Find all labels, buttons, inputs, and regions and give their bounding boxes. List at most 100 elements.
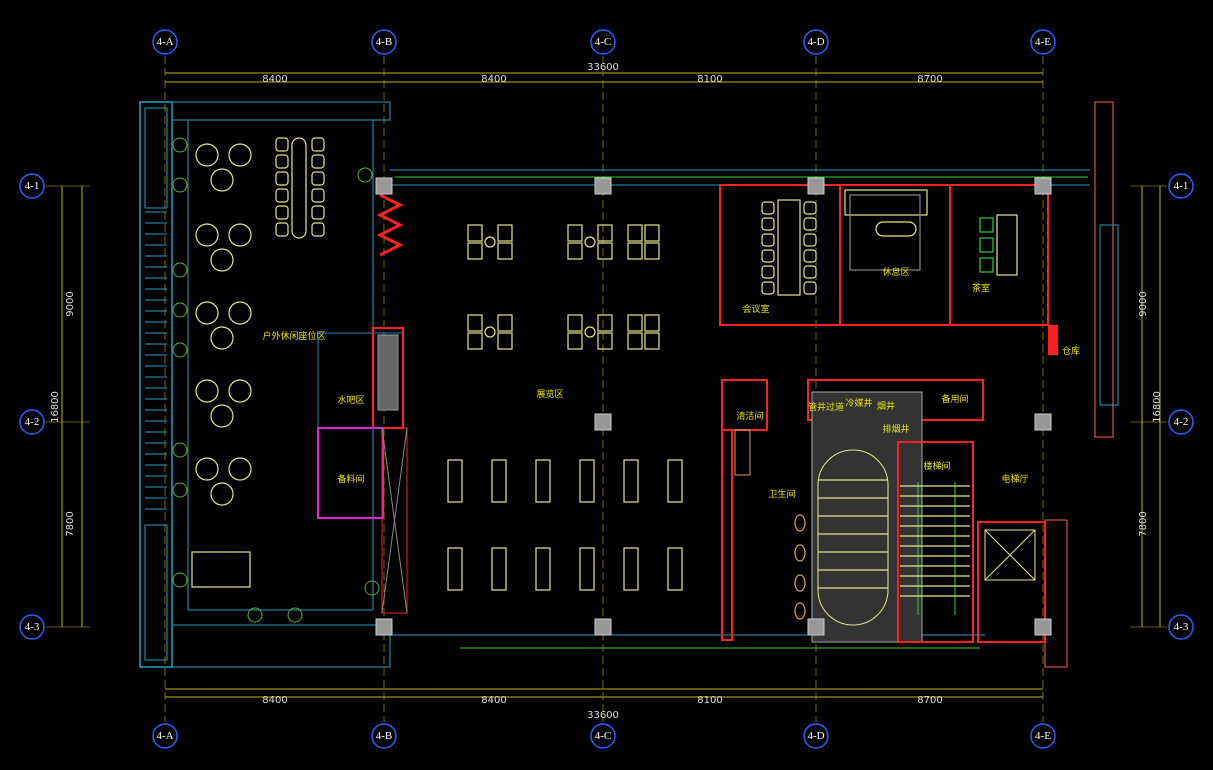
svg-text:4-D: 4-D [807,36,824,48]
svg-text:4-2: 4-2 [25,416,40,428]
cafe-seat [467,314,483,332]
dim-right-1: 9000 [1138,291,1149,316]
label-elevator-lobby: 电梯厅 [1001,473,1028,485]
label-flue-shaft: 烟井 [877,400,895,412]
chair [803,281,817,295]
building-walls [139,101,1119,668]
lounge-chair [195,301,219,325]
axis-bottom-4-d: 4-D [803,723,829,749]
axis-right-4-1: 4-1 [1168,173,1194,199]
axis-right-4-2: 4-2 [1168,409,1194,435]
structural-column [807,618,825,636]
dim-bottom-2: 8400 [481,695,506,706]
label-exhibition: 展览区 [536,388,563,400]
svg-text:4-E: 4-E [1035,36,1051,48]
chair [803,265,817,279]
toilet [794,574,806,592]
axis-bottom-4-b: 4-B [371,723,397,749]
axis-right-4-3: 4-3 [1168,614,1194,640]
cafe-seat [567,242,583,260]
chair [275,171,289,186]
cafe-table [484,326,496,338]
label-shaft-corridor: 管井过道 [808,401,844,413]
conference-table [291,137,307,239]
axis-bottom-4-c: 4-C [590,723,616,749]
svg-text:4-2: 4-2 [1174,416,1189,428]
label-water-bar: 水吧区 [337,394,364,406]
structural-column [594,413,612,431]
label-tea-room: 茶室 [972,282,990,294]
cafe-seat [597,224,613,242]
lounge-chair [195,457,219,481]
bar-counter [191,551,251,588]
lounge-chair [195,143,219,167]
cafe-seat [497,314,513,332]
dim-bottom-3: 8100 [697,695,722,706]
dim-right-total: 16800 [1152,391,1163,423]
chair [311,171,325,186]
axis-top-4-b: 4-B [371,29,397,55]
label-refrigerant-shaft: 冷媒井 [845,397,872,409]
label-smoke-exhaust-shaft: 排烟井 [882,423,909,435]
axis-left-4-1: 4-1 [19,173,45,199]
axis-top-4-c: 4-C [590,29,616,55]
toilet [794,602,806,620]
lounge-chair [228,457,252,481]
toilet [794,514,806,532]
cafe-seat [497,332,513,350]
display-case [491,547,507,591]
rug [849,194,921,271]
plant [172,137,188,153]
cafe-seat [567,314,583,332]
structural-column [594,177,612,195]
label-meeting-room: 会议室 [742,303,769,315]
plant [247,607,263,623]
plant [172,177,188,193]
label-cleaning-room: 清洁间 [736,410,763,422]
chair [311,154,325,169]
plant [172,572,188,588]
axis-top-4-a: 4-A [152,29,178,55]
svg-text:4-C: 4-C [595,36,612,48]
structural-column [1034,413,1052,431]
axis-bottom-4-a: 4-A [152,723,178,749]
display-case [535,459,551,503]
display-case [623,547,639,591]
structural-column [1034,177,1052,195]
plant [172,262,188,278]
display-case [491,459,507,503]
chair [803,233,817,247]
dim-top-3: 8100 [697,74,722,85]
chair [761,217,775,231]
chair [803,249,817,263]
axis-left-4-2: 4-2 [19,409,45,435]
cafe-table [484,236,496,248]
svg-text:4-B: 4-B [376,730,393,742]
chair [311,137,325,152]
svg-text:4-E: 4-E [1035,730,1051,742]
label-stairwell: 楼梯间 [923,460,950,472]
label-restroom: 卫生间 [768,488,795,500]
svg-text:4-1: 4-1 [25,180,40,192]
cafe-seat [644,224,660,242]
cafe-seat [467,332,483,350]
structural-column [375,177,393,195]
dim-left-1: 9000 [65,291,76,316]
cafe-seat [497,242,513,260]
axis-bottom-4-e: 4-E [1030,723,1056,749]
cafe-seat [627,242,643,260]
structural-column [375,618,393,636]
structural-columns [375,177,1052,636]
dim-left-total: 16800 [50,391,61,423]
plant [172,482,188,498]
display-case [579,547,595,591]
chair [311,205,325,220]
dim-top-2: 8400 [481,74,506,85]
dimension-lines [61,72,1161,698]
cafe-table [584,326,596,338]
dimension-labels: 8400 8400 8100 8700 33600 8400 8400 8100… [50,62,1163,721]
plant [364,580,380,596]
lounge-chair [210,482,234,506]
cafe-seat [597,332,613,350]
dim-left-2: 7800 [65,511,76,536]
